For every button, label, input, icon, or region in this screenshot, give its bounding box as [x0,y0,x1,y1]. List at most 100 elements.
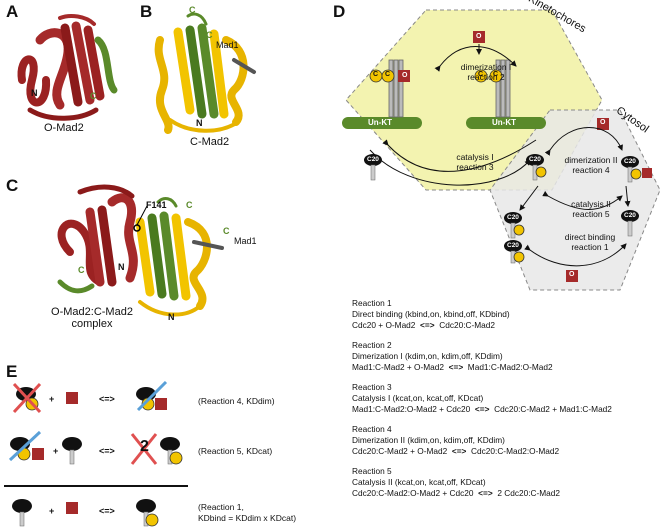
panel-letter-e: E [6,362,18,381]
c-label-kt-2: C [385,71,391,78]
o-label-cyto-bottom: O [569,271,575,278]
reaction-2-left: Mad1:C-Mad2 + O-Mad2 [352,362,444,372]
catalysis-1-line-1: catalysis I [456,152,494,162]
reaction-4-left: Cdc20:C-Mad2 + O-Mad2 [352,446,448,456]
reaction-4: Reaction 4 Dimerization II (kdim,on, kdi… [352,424,559,457]
complex-c-label-3: C [78,265,85,275]
reaction-5-left: Cdc20:C-Mad2:O-Mad2 + Cdc20 [352,488,474,498]
reaction-3-name: Catalysis I [352,393,391,403]
direct-binding-label: direct binding reaction 1 [552,232,628,252]
reaction-scheme [342,9,661,291]
reaction-2-name-line: Dimerization I (kdim,on, kdim,off, KDdim… [352,351,553,362]
panel-letter-a: A [6,2,19,21]
unkt-bar-right [466,117,546,129]
reaction-5-right: 2 Cdc20:C-Mad2 [497,488,561,498]
e-row1-eq: <=> [99,394,115,404]
direct-binding-line-2: reaction 1 [571,242,609,252]
reaction-5-title: Reaction 5 [352,466,392,476]
e-row1-label: (Reaction 4, KDdim) [198,396,275,406]
complex-caption-line-1: O-Mad2:C-Mad2 [51,306,133,318]
complex-n-label-2: N [168,312,175,322]
c-mad2-structure [154,12,256,134]
c20-lower-left [504,212,525,239]
c20-label-6: C20 [507,242,519,249]
c20-center [526,154,547,181]
reaction-1-arrow: <=> [420,320,435,330]
e-row2-two: 2 [140,438,149,455]
c-mad2-caption: C-Mad2 [190,136,230,148]
reaction-5: Reaction 5 Catalysis II (kcat,on, kcat,o… [352,466,560,499]
e-row3-label-line-2: KDbind = KDdim x KDcat) [198,513,297,523]
reaction-1-title: Reaction 1 [352,298,392,308]
f141-label: F141 [146,200,167,210]
dimerization-1-label: dimerization I reaction 2 [451,62,521,82]
reaction-3-left: Mad1:C-Mad2:O-Mad2 + Cdc20 [352,404,471,414]
reaction-5-params: (kcat,on, kcat,off, KDcat) [394,477,486,487]
e-row3-right [136,499,159,527]
reaction-2-right: Mad1:C-Mad2:O-Mad2 [467,362,553,372]
c-label-kt-3: C [478,71,484,78]
e-row3-c20 [12,499,32,527]
reaction-3-title: Reaction 3 [352,382,392,392]
complex-c-label-2: C [186,200,193,210]
o-label-cyto-top: O [600,119,606,126]
o-mad2-c-label: C [90,91,97,101]
e-row2-plus: + [53,446,59,456]
dimerization-2-line-1: dimerization II [564,155,618,165]
reaction-2-name: Dimerization I [352,351,403,361]
catalysis-2-line-2: reaction 5 [572,209,610,219]
e-row2-label: (Reaction 5, KDcat) [198,446,273,456]
reaction-4-params: (kdim,on, kdim,off, KDdim) [407,435,505,445]
reaction-4-arrow: <=> [451,446,467,456]
catalysis-2-line-1: catalysis II [571,199,611,209]
reaction-5-name: Catalysis II [352,477,393,487]
e-row1-left [12,382,42,414]
complex-c-label-1: C [223,226,230,236]
direct-binding-line-1: direct binding [564,232,616,242]
reaction-2-equation: Mad1:C-Mad2 + O-Mad2 <=> Mad1:C-Mad2:O-M… [352,362,553,373]
dimerization-1-line-2: reaction 2 [467,72,505,82]
reaction-3-equation: Mad1:C-Mad2:O-Mad2 + Cdc20 <=> Cdc20:C-M… [352,404,612,415]
reaction-4-right: Cdc20:C-Mad2:O-Mad2 [471,446,560,456]
dimerization-1-line-1: dimerization I [460,62,512,72]
reaction-5-equation: Cdc20:C-Mad2:O-Mad2 + Cdc20 <=> 2 Cdc20:… [352,488,560,499]
c-mad2-mad1-label: Mad1 [216,40,239,50]
unkt-bar-left [342,117,422,129]
reaction-4-title: Reaction 4 [352,424,392,434]
panel-letter-b: B [140,2,153,21]
reaction-2: Reaction 2 Dimerization I (kdim,on, kdim… [352,340,553,373]
e-row2-right [130,433,183,465]
reaction-4-name: Dimerization II [352,435,406,445]
reaction-1-right: Cdc20:C-Mad2 [439,320,496,330]
c-label-kt-1: C [373,71,379,78]
panel-letter-c: C [6,176,19,195]
reaction-5-arrow: <=> [478,488,493,498]
unkt-label-left: Un-KT [368,118,392,127]
reaction-1-params: (kbind,on, kbind,off, KDbind) [405,309,510,319]
reaction-1-equation: Cdc20 + O-Mad2 <=> Cdc20:C-Mad2 [352,320,510,331]
reaction-2-title: Reaction 2 [352,340,392,350]
o-mad2-n-label: N [31,88,38,98]
o-label-kt: O [402,72,408,79]
catalysis-2-label: catalysis II reaction 5 [556,199,626,219]
e-row2-eq: <=> [99,446,115,456]
mad1-rod-right [495,59,511,118]
c-mad2-c-label-1: C [206,30,213,40]
e-row1-right [136,380,168,412]
dimerization-2-line-2: reaction 4 [572,165,610,175]
reaction-1-name: Direct binding [352,309,403,319]
reaction-3: Reaction 3 Catalysis I (kcat,on, kcat,of… [352,382,612,415]
e-row3-label: (Reaction 1, KDbind = KDdim x KDcat) [198,502,296,524]
reaction-2-arrow: <=> [448,362,464,372]
reaction-3-name-line: Catalysis I (kcat,on, kcat,off, KDcat) [352,393,612,404]
c20-label-3: C20 [624,158,636,165]
catalysis-1-line-2: reaction 3 [456,162,494,172]
reaction-2-params: (kdim,on, kdim,off, KDdim) [405,351,503,361]
c-mad2-c-label-2: C [189,5,196,15]
reaction-3-arrow: <=> [474,404,490,414]
c20-label-5: C20 [624,212,636,219]
reaction-5-name-line: Catalysis II (kcat,on, kcat,off, KDcat) [352,477,560,488]
complex-caption-line-2: complex [71,318,113,330]
complex-structure [57,184,224,317]
reaction-4-equation: Cdc20:C-Mad2 + O-Mad2 <=> Cdc20:C-Mad2:O… [352,446,559,457]
